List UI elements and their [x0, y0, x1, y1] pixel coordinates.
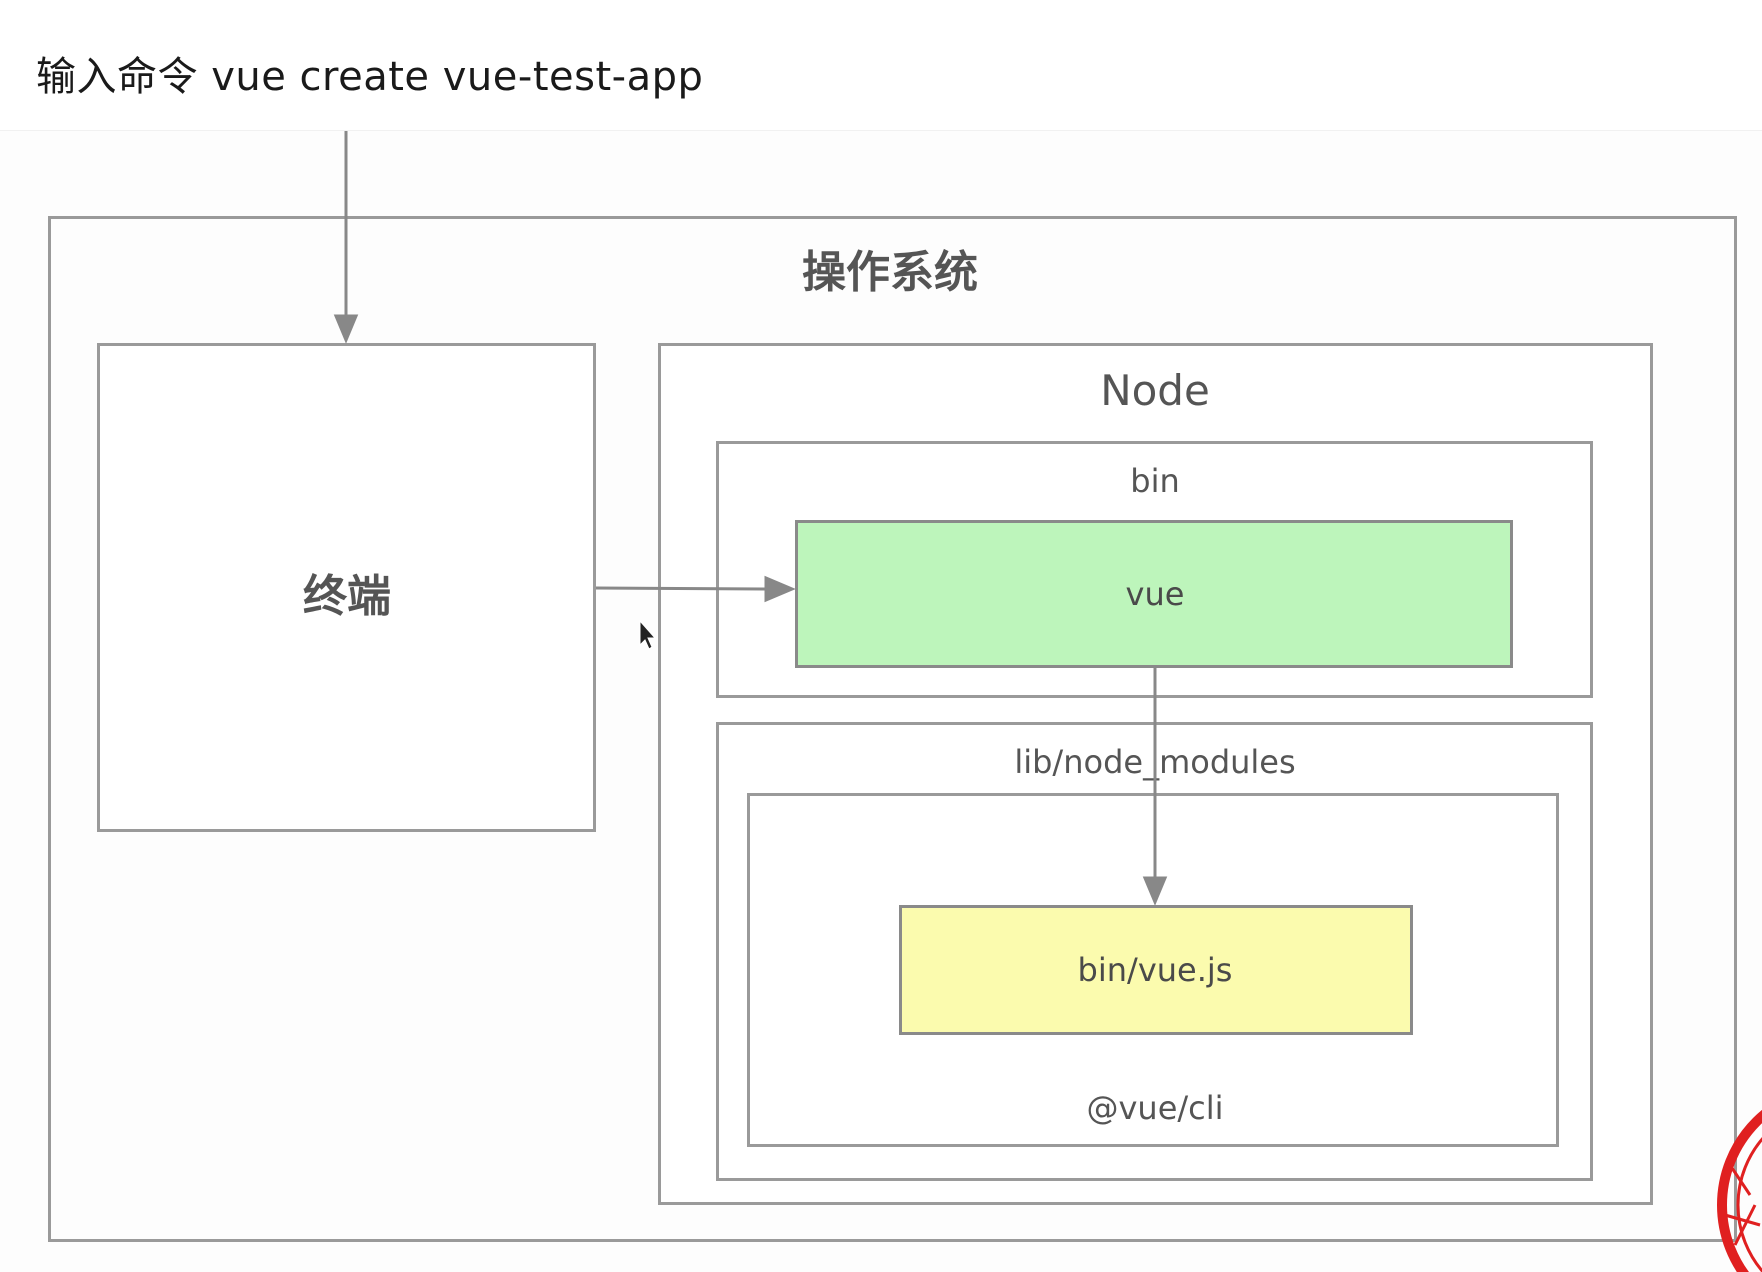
vue-cli-box	[747, 793, 1559, 1147]
terminal-box	[97, 343, 596, 832]
bin-label: bin	[1130, 462, 1180, 500]
header-bar: 输入命令 vue create vue-test-app	[0, 0, 1762, 131]
bin-vue-js-label: bin/vue.js	[1077, 951, 1233, 989]
arrowhead-right-icon	[764, 575, 796, 603]
vue-label: vue	[1125, 575, 1185, 613]
terminal-label: 终端	[303, 571, 391, 622]
vue-box	[795, 520, 1513, 668]
os-label: 操作系统	[802, 247, 978, 298]
terminal-to-vue-arrow	[595, 586, 769, 591]
arrowhead-down-icon	[1142, 876, 1168, 906]
mouse-cursor-icon	[639, 619, 657, 650]
os-box	[48, 216, 1737, 1242]
seal-stamp-icon	[1717, 1109, 1762, 1272]
command-title: 输入命令 vue create vue-test-app	[36, 54, 704, 100]
node-label: Node	[1100, 366, 1210, 415]
arrowhead-down-icon	[333, 314, 359, 344]
bin-vue-js-box	[899, 905, 1413, 1035]
vue-cli-label: @vue/cli	[1086, 1089, 1224, 1127]
